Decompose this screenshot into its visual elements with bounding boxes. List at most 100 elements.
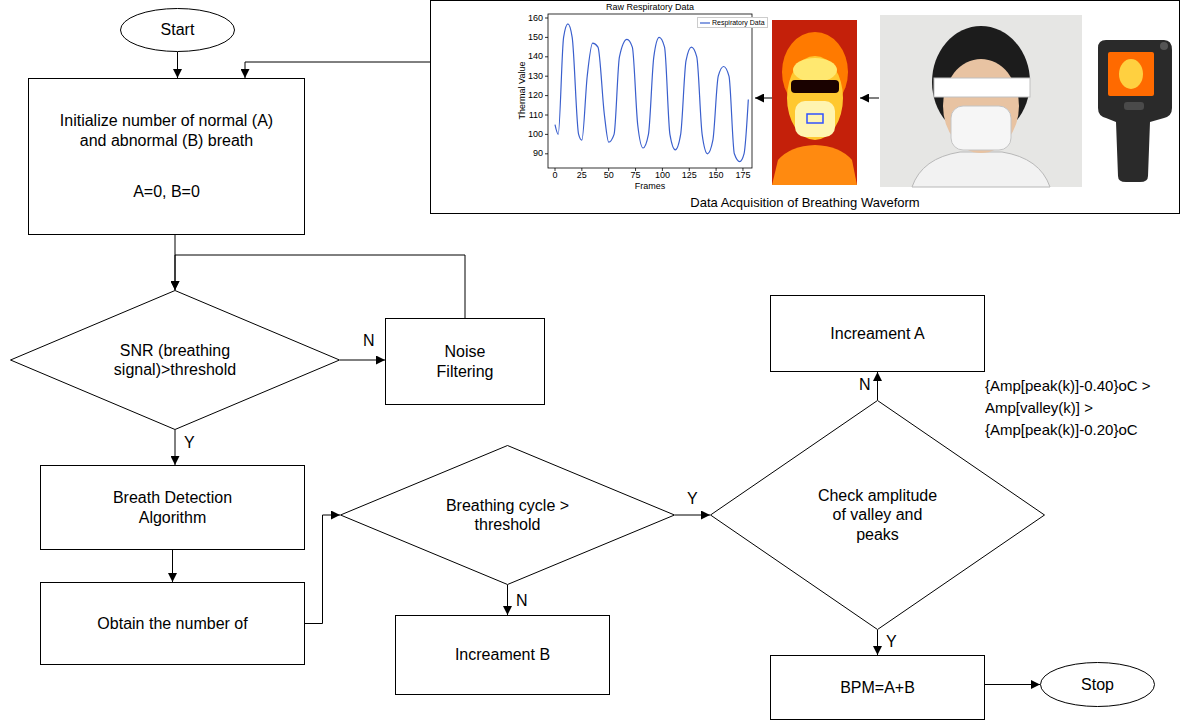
node-text: Noise Filtering — [420, 342, 510, 380]
tick-label: 100 — [528, 129, 543, 140]
tick-label: 110 — [529, 110, 543, 121]
process-box: Noise Filtering — [385, 318, 545, 405]
tick-label: 160 — [528, 13, 543, 24]
flow-connector — [175, 430, 176, 465]
tick-mark — [545, 37, 548, 38]
branch-label: N — [362, 332, 376, 350]
tick-label: 0 — [540, 170, 570, 181]
node-text: Increament A — [830, 324, 924, 343]
decision-diamond: SNR (breathing signal)>threshold — [10, 290, 340, 430]
node-text: Initialize number of normal (A) and abno… — [49, 111, 284, 149]
photo-shirt — [912, 152, 1050, 187]
tick-label: 175 — [728, 170, 758, 181]
tick-mark — [545, 18, 548, 19]
camera-button — [1124, 102, 1144, 110]
branch-label: Y — [885, 633, 898, 651]
process-box: Increament B — [395, 615, 610, 695]
flow-connector — [877, 630, 878, 655]
photo-background — [880, 15, 1082, 187]
tick-mark — [545, 76, 548, 77]
thermal-camera — [1098, 40, 1172, 182]
tick-label: 90 — [533, 148, 543, 159]
node-text: Increament B — [455, 645, 550, 664]
node-text: SNR (breathing signal)>threshold — [100, 341, 250, 379]
tick-mark — [545, 134, 548, 135]
tick-label: 100 — [647, 170, 677, 181]
branch-label: N — [858, 376, 872, 394]
thermal-background — [772, 20, 857, 185]
process-box: Initialize number of normal (A) and abno… — [28, 78, 305, 235]
diamond-outline — [340, 445, 675, 585]
tick-label: 130 — [528, 71, 543, 82]
flow-arrow — [755, 98, 772, 99]
roi-box — [807, 114, 823, 123]
diamond-shape — [11, 291, 340, 430]
tick-mark — [545, 115, 548, 116]
flow-connector — [340, 360, 385, 361]
subject-photo — [880, 15, 1082, 187]
tick-label: 75 — [621, 170, 651, 181]
process-box: Breath Detection Algorithm — [40, 465, 305, 550]
flow-connector — [877, 372, 878, 400]
axis-title: Frames — [620, 181, 680, 192]
waveform — [555, 24, 748, 162]
photo-mask — [951, 106, 1011, 150]
flow-connector — [675, 515, 710, 516]
axis-title: Thermal Value — [517, 51, 528, 131]
node-text: Breathing cycle > threshold — [443, 496, 573, 534]
node-subtext: A=0, B=0 — [133, 182, 200, 201]
camera-body — [1098, 40, 1172, 182]
tick-label: 140 — [528, 51, 543, 62]
thermal-glasses — [791, 80, 839, 93]
thermal-mask — [795, 101, 835, 137]
flow-connector — [507, 585, 508, 615]
tick-label: 25 — [567, 170, 597, 181]
flow-arrow — [860, 98, 879, 99]
node-text: Breath Detection Algorithm — [98, 488, 248, 526]
start-terminal: Start — [120, 8, 235, 52]
node-text: Start — [161, 20, 195, 39]
thermal-image — [772, 20, 857, 185]
diamond-outline — [10, 290, 340, 430]
thermal-shoulders — [772, 145, 857, 185]
process-box: Obtain the number of — [40, 582, 305, 665]
branch-label: N — [515, 592, 529, 610]
thermal-face — [787, 56, 843, 140]
decision-diamond: Breathing cycle > threshold — [340, 445, 675, 585]
chart-legend: Respiratory Data — [697, 17, 768, 28]
process-box: BPM=A+B — [770, 655, 985, 720]
stop-terminal: Stop — [1040, 662, 1155, 707]
flow-connector — [177, 52, 178, 78]
tick-label: 50 — [594, 170, 624, 181]
flow-connector — [305, 515, 340, 624]
condition-note: {Amp[peak(k)]-0.40}oC > Amp[valley(k)] >… — [985, 375, 1177, 441]
tick-mark — [545, 95, 548, 96]
node-text: Check amplitude of valley and peaks — [815, 486, 940, 544]
node-text: Data Acquisition of Breathing Waveform — [690, 195, 919, 211]
node-text: BPM=A+B — [840, 678, 915, 697]
camera-screen-image — [1119, 59, 1143, 89]
branch-label: Y — [686, 490, 699, 508]
camera-lens — [1160, 42, 1168, 50]
tick-label: 125 — [674, 170, 704, 181]
chart-title: Raw Respiratory Data — [550, 2, 750, 13]
flow-connector — [985, 684, 1040, 685]
node-text: Stop — [1081, 675, 1114, 694]
tick-label: 150 — [701, 170, 731, 181]
terminal-shape — [121, 9, 235, 52]
waveform-line — [555, 24, 748, 162]
legend-line-sample — [700, 20, 710, 26]
chart-axes — [548, 14, 752, 168]
process-box: Increament A — [770, 295, 985, 372]
legend-line — [700, 22, 710, 23]
tick-mark — [545, 56, 548, 57]
thermal-forehead — [793, 58, 837, 82]
camera-screen — [1108, 52, 1154, 96]
flow-connector — [245, 62, 430, 78]
diamond-shape — [341, 446, 675, 585]
branch-label: Y — [183, 434, 196, 452]
terminal-shape — [1041, 663, 1155, 707]
censor-bar — [934, 78, 1030, 97]
tick-label: 150 — [528, 32, 543, 43]
